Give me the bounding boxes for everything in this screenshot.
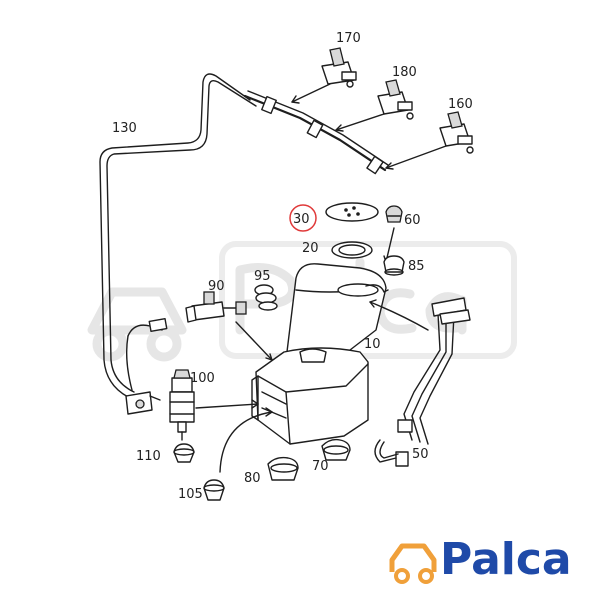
label-180: 180 xyxy=(392,65,417,80)
label-100: 100 xyxy=(190,371,215,386)
leader-lines xyxy=(195,299,429,473)
label-80: 80 xyxy=(244,471,261,486)
grommet-80 xyxy=(267,456,299,481)
hose-130 xyxy=(99,73,257,399)
highlight-circle xyxy=(289,204,317,232)
label-10: 10 xyxy=(364,337,381,352)
logo-text: Palca xyxy=(440,534,572,585)
harness-50 xyxy=(374,297,471,467)
grommet-110 xyxy=(173,443,195,463)
label-60: 60 xyxy=(404,213,421,228)
part-labels: 170 180 160 130 30 60 20 85 90 95 10 100… xyxy=(112,31,473,502)
grommet-70 xyxy=(321,438,351,461)
hose-clip xyxy=(125,317,168,415)
grommet-95 xyxy=(254,284,278,311)
cap-30 xyxy=(325,202,379,222)
reservoir-10 xyxy=(251,263,389,445)
label-170: 170 xyxy=(336,31,361,46)
label-110: 110 xyxy=(136,449,161,464)
car-icon xyxy=(389,543,437,584)
label-85: 85 xyxy=(408,259,425,274)
seal-20 xyxy=(331,241,373,259)
label-50: 50 xyxy=(412,447,429,462)
label-105: 105 xyxy=(178,487,203,502)
sensor-90 xyxy=(185,291,247,323)
nozzle-160 xyxy=(385,111,474,170)
nozzle-170 xyxy=(291,47,357,104)
label-70: 70 xyxy=(312,459,329,474)
label-30: 30 xyxy=(293,212,310,227)
plug-60 xyxy=(383,205,403,263)
pump-100 xyxy=(169,369,195,441)
spray-bar xyxy=(243,90,389,175)
palca-logo: Palca xyxy=(389,534,572,585)
label-130: 130 xyxy=(112,121,137,136)
grommet-105 xyxy=(203,479,225,501)
label-20: 20 xyxy=(302,241,319,256)
label-90: 90 xyxy=(208,279,225,294)
label-160: 160 xyxy=(448,97,473,112)
nozzle-180 xyxy=(335,79,414,132)
grommet-85 xyxy=(383,255,405,276)
label-95: 95 xyxy=(254,269,271,284)
